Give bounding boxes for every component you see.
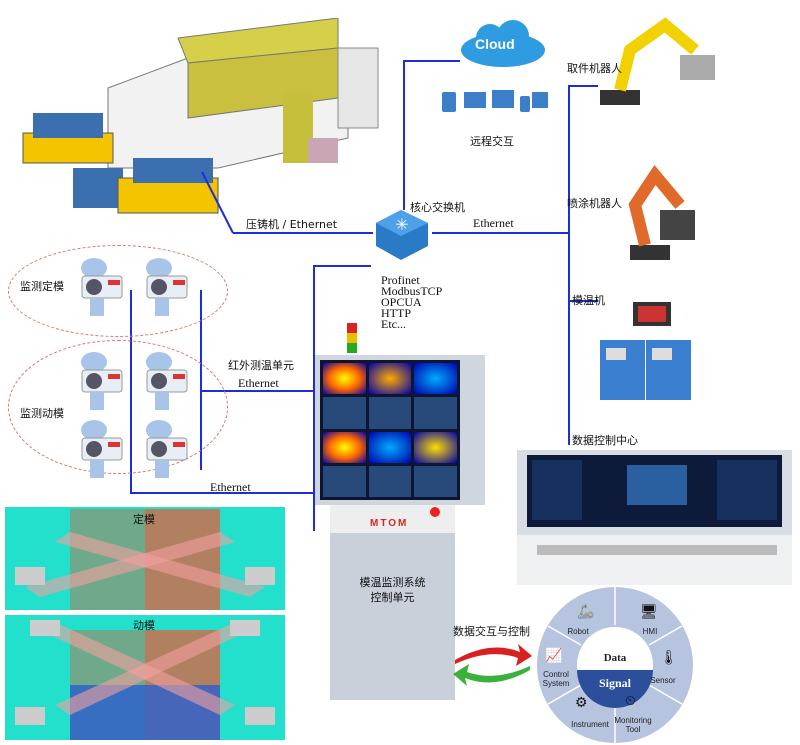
protocol-item: HTTP [381, 306, 411, 320]
spray-robot-image [628, 165, 695, 260]
robot-icon: 🦾 [577, 604, 595, 620]
protocol-item: ModbusTCP [381, 284, 443, 298]
segment-sensor: Sensor [650, 676, 676, 685]
monitor-fixed-label: 监测定模 [20, 280, 64, 293]
ir-camera-icon [80, 352, 123, 411]
monitor-moving-label: 监测动模 [20, 407, 64, 420]
branch-pick-robot [568, 85, 598, 87]
remote-label: 远程交互 [470, 135, 514, 148]
monitoring-tool-icon: ⏲ [625, 693, 636, 709]
exchange-arrows-icon [453, 644, 532, 686]
line-cloud [403, 60, 405, 210]
segment-control-system: Control System [542, 670, 570, 688]
moving-mold-image: 动模 [5, 615, 285, 740]
line-right [432, 232, 570, 234]
control-cabinet: MTOM 模温监测系统 控制单元 [330, 505, 455, 700]
segment-hmi: HMI [642, 627, 658, 636]
button-panel: MTOM [330, 505, 455, 533]
pick-robot-image [600, 17, 715, 105]
die-cast-ethernet-label: 压铸机 / Ethernet [246, 218, 338, 231]
hmi-icon: 🖥 [640, 604, 658, 620]
wheel-data-label: Data [603, 652, 627, 664]
protocol-list: Profinet ModbusTCP OPCUA HTTP Etc... [381, 273, 443, 331]
ethernet-ir-label: Ethernet [238, 376, 279, 390]
moving-mold-group [8, 340, 228, 474]
signal-light-icon [347, 323, 357, 353]
line-vertical-right [568, 85, 570, 445]
core-switch-icon: ✳ [376, 210, 428, 260]
line-cloud-h [403, 60, 460, 62]
ir-camera-icon [80, 258, 123, 317]
instrument-icon: ⚙ [575, 695, 588, 711]
ethernet-bottom-label: Ethernet [210, 480, 251, 494]
line-switch-down [313, 265, 371, 267]
cabinet-brand: MTOM [370, 518, 409, 529]
ethernet-right-label: Ethernet [473, 216, 514, 230]
line-ir [200, 390, 315, 392]
fixed-mold-image: 定模 [5, 507, 285, 610]
sensor-icon: 🌡 [660, 650, 678, 666]
fixed-mold-label: 定模 [133, 513, 155, 526]
core-switch-label: 核心交换机 [410, 201, 465, 214]
protocol-item: Etc... [381, 317, 406, 331]
control-room-image [517, 450, 792, 585]
control-unit-label-2: 控制单元 [370, 591, 415, 604]
emergency-stop-button[interactable] [430, 507, 440, 517]
fixed-mold-group [8, 245, 228, 337]
segment-robot: Robot [567, 627, 589, 636]
segment-instrument: Instrument [571, 720, 609, 729]
segment-monitoring-tool: Monitoring Tool [614, 716, 652, 734]
cloud-icon [461, 20, 545, 67]
protocol-item: Profinet [381, 273, 420, 287]
devices-icon [442, 90, 548, 112]
control-system-icon: 📈 [545, 648, 563, 664]
moving-mold-label: 动模 [133, 619, 155, 632]
line-bottom [130, 492, 315, 494]
mold-temp-machine-image [600, 302, 691, 400]
cloud-label: Cloud [475, 36, 515, 52]
thermal-screen [320, 360, 460, 500]
data-center-label: 数据控制中心 [572, 434, 638, 447]
line-switch-cabinet [313, 265, 315, 531]
data-signal-wheel [537, 587, 693, 743]
line-die-cast [233, 232, 373, 234]
mold-temp-label: 模温机 [572, 294, 605, 307]
branch-mold-temp [568, 300, 598, 302]
cabinet-monitor [315, 355, 485, 505]
ir-camera-icon [80, 420, 123, 479]
data-exchange-label: 数据交互与控制 [453, 625, 530, 638]
protocol-item: OPCUA [381, 295, 422, 309]
svg-text:✳: ✳ [395, 215, 408, 234]
wheel-signal-label: Signal [598, 676, 631, 690]
ir-camera-icon [145, 258, 188, 317]
ir-unit-label: 红外测温单元 [228, 359, 294, 372]
die-casting-machine-image [22, 18, 379, 214]
ir-camera-icon [145, 420, 188, 479]
control-unit-label: 模温监测系统 [359, 576, 426, 589]
spray-robot-label: 喷涂机器人 [567, 197, 622, 210]
pick-robot-label: 取件机器人 [567, 62, 622, 75]
ir-camera-icon [145, 352, 188, 411]
